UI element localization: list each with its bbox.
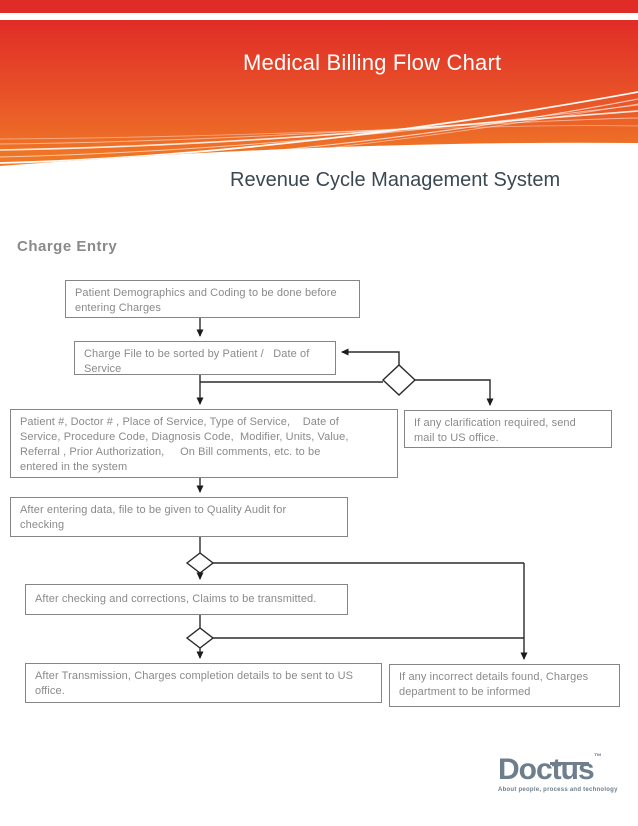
doctus-logo-wordmark: Doctus [498,753,595,786]
trademark-symbol: ™ [593,752,602,761]
flow-box-claims-transmitted: After checking and corrections, Claims t… [25,584,348,615]
flow-box-quality-audit: After entering data, file to be given to… [10,497,348,537]
flow-box-clarification: If any clarification required, send mail… [404,410,612,448]
banner-shape [0,20,638,166]
decision-diamond-audit-check [185,552,215,574]
connector-decision1-to-chargefile [341,348,400,365]
flow-box-incorrect-details: If any incorrect details found, Charges … [389,664,620,707]
connector-lines [196,318,528,660]
decision-diamond-transmission-check [185,627,215,649]
doctus-logo-t-bar [550,762,589,765]
doctus-logo-text: Doctus [498,753,595,786]
doctus-logo-tagline: About people, process and technology [498,787,618,793]
page-title: Medical Billing Flow Chart [243,50,502,75]
flow-box-patient-demographics: Patient Demographics and Coding to be do… [65,280,360,318]
connector-decision1-to-clarification [415,379,494,406]
flow-box-data-entry: Patient #, Doctor # , Place of Service, … [10,409,398,478]
section-heading: Charge Entry [17,238,118,255]
flow-box-transmission-complete: After Transmission, Charges completion d… [25,663,382,703]
subtitle: Revenue Cycle Management System [230,169,561,191]
flow-box-charge-file-sort: Charge File to be sorted by Patient / Da… [74,341,336,375]
decision-diamonds [185,364,417,649]
decision-diamond-clarification [381,364,417,396]
header-banner [0,0,638,166]
top-red-bar [0,0,638,13]
